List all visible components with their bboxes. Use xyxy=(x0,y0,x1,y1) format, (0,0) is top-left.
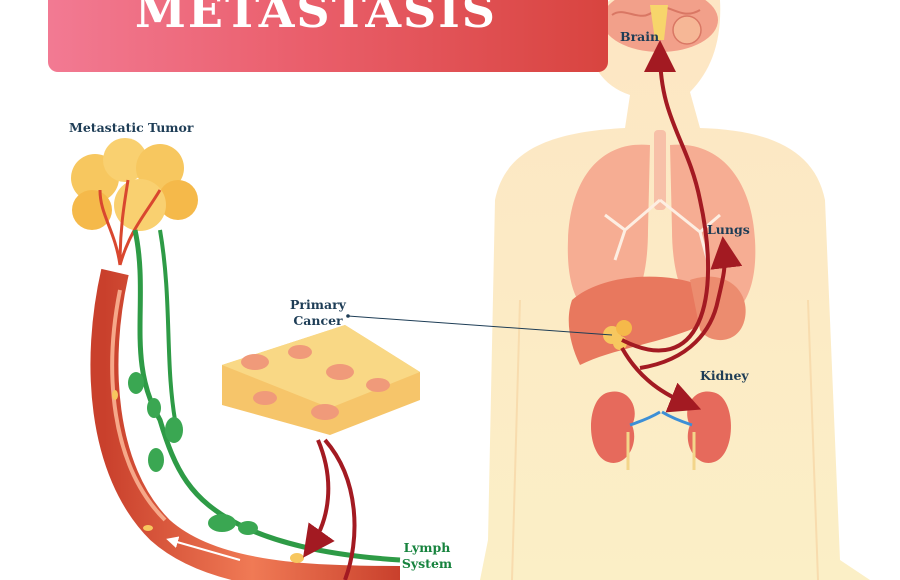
primary-cancer-label: Primary Cancer xyxy=(282,297,354,329)
page-title: METASTASIS xyxy=(135,0,497,38)
metastatic-tumor-label: Metastatic Tumor xyxy=(69,120,194,135)
arrow-to-brain xyxy=(621,40,711,353)
arrow-tissue-to-lymph xyxy=(303,439,335,558)
tissue-block-icon xyxy=(222,325,420,435)
brain-icon xyxy=(602,0,718,52)
primary-cancer-leader xyxy=(347,315,613,336)
kidney-label: Kidney xyxy=(700,368,749,383)
brain-label: Brain xyxy=(620,29,660,44)
arrow-to-kidney xyxy=(620,347,702,413)
lungs-label: Lungs xyxy=(707,222,750,237)
lungs-icon xyxy=(567,130,756,319)
lymph-label-line2: System xyxy=(401,556,453,571)
lymph-label-line1: Lymph xyxy=(403,540,451,555)
primary-cancer-label-line1: Primary xyxy=(290,297,346,312)
title-banner xyxy=(48,0,608,72)
lymph-system xyxy=(128,229,401,563)
arrow-to-lungs xyxy=(639,236,743,370)
arrow-tissue-to-vessel xyxy=(323,438,357,580)
primary-cancer-label-line2: Cancer xyxy=(293,313,343,328)
tumor-icon xyxy=(71,138,198,266)
lymph-system-label: Lymph System xyxy=(398,540,456,572)
blood-vessel xyxy=(90,268,401,580)
lymph-node-icon xyxy=(128,372,304,563)
